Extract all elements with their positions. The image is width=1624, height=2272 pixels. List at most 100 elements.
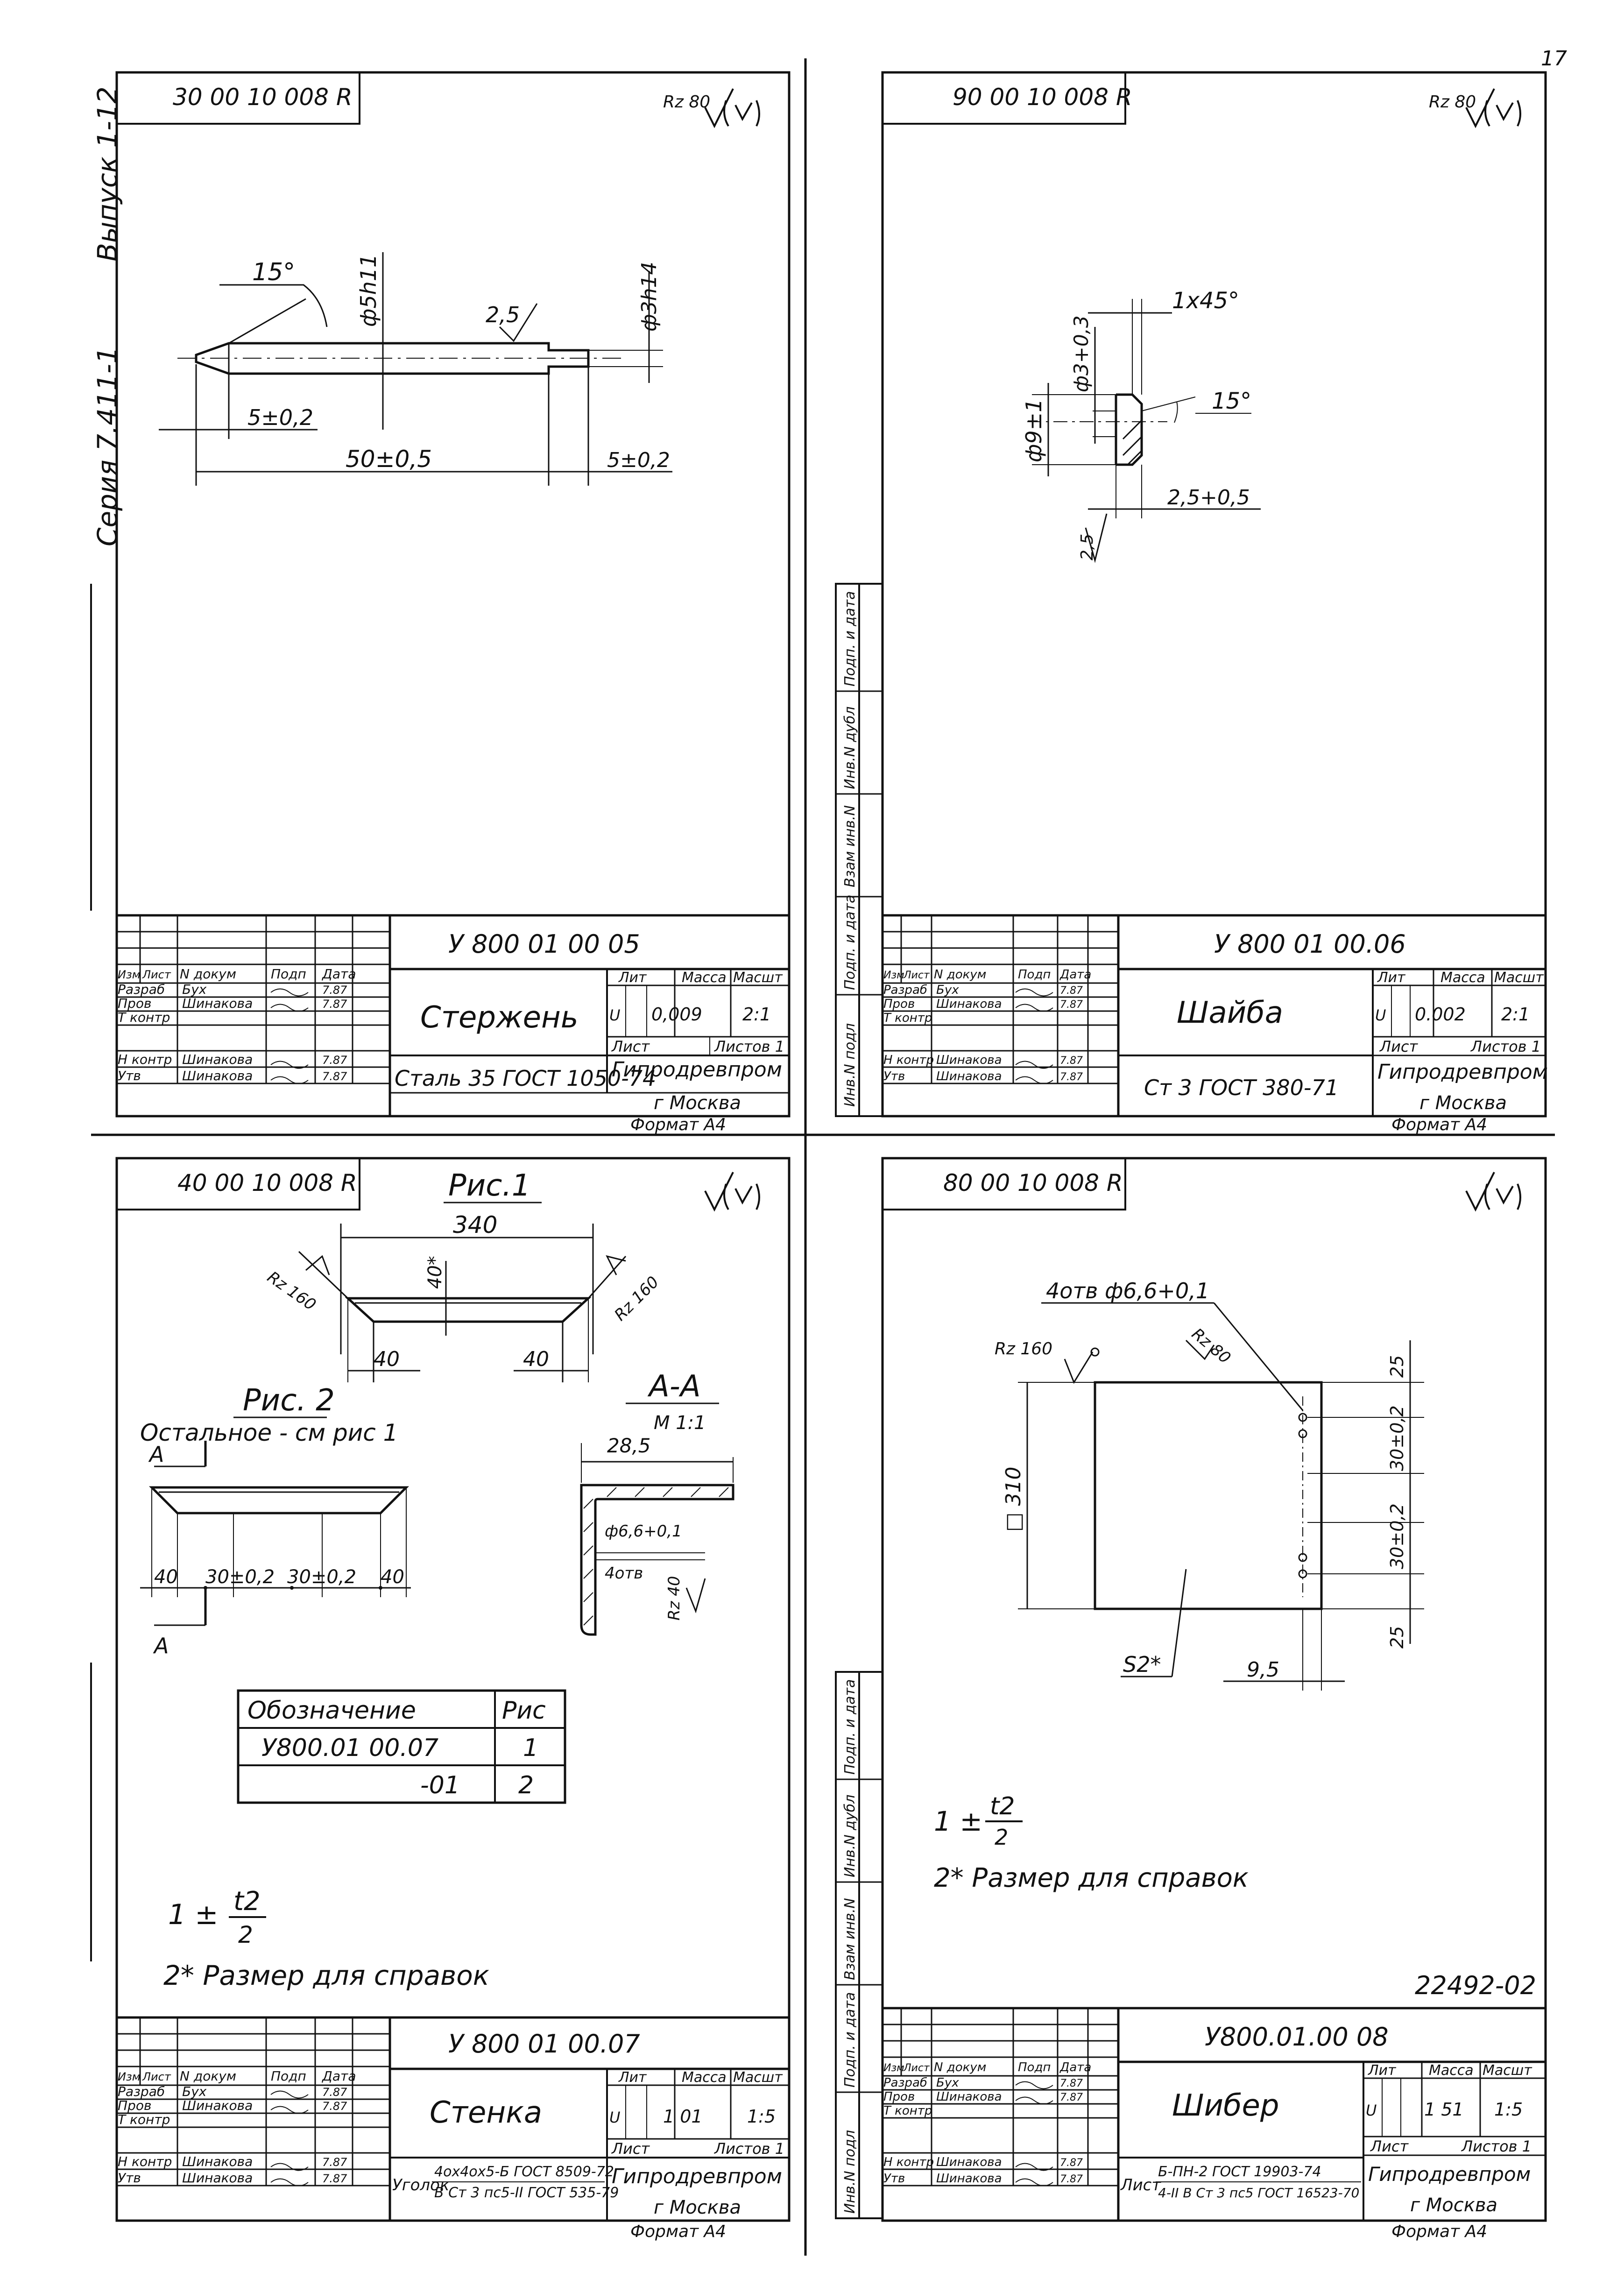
- signature-icon: [270, 2090, 309, 2187]
- note-1-frac-top: t2: [233, 1886, 261, 1917]
- city: г Москва: [1419, 1092, 1507, 1114]
- hdr-listov: Листов 1: [1470, 1038, 1541, 1055]
- corner-code-box: [116, 71, 360, 125]
- row-utv: Утв: [883, 2172, 905, 2186]
- row-tkontr: Т контр: [118, 1010, 170, 1025]
- archive-number: 22492-02: [1415, 1971, 1536, 2000]
- col-podp: Подп. и дата: [842, 895, 858, 990]
- utv-date: 7.87: [322, 1070, 347, 1083]
- hdr-list: Лист: [142, 2070, 171, 2083]
- signature-icon: [1015, 2081, 1053, 2187]
- row-utv: Утв: [883, 1069, 905, 1083]
- col-dubl: Инв.N дубл: [842, 1795, 858, 1877]
- rest-note: Остальное - см рис 1: [140, 1419, 398, 1446]
- nkontr-name: Шинакова: [182, 1052, 253, 1067]
- scale-value: 2:1: [1501, 1004, 1530, 1025]
- corner-code: 90 00 10 008 R: [953, 84, 1132, 111]
- row-tkontr: Т контр: [118, 2112, 170, 2127]
- corner-code-box: [882, 1157, 1126, 1210]
- utv-date: 7.87: [1060, 1071, 1083, 1083]
- hdr-ndoc: N докум: [180, 2068, 236, 2084]
- dim-50: 50±0,5: [346, 446, 432, 473]
- hdr-masht: Масшт: [733, 970, 783, 986]
- row-razrab: Разраб: [883, 2076, 927, 2090]
- hdr-list2: Лист: [611, 2140, 650, 2158]
- dim-310: □ 310: [1002, 1466, 1025, 1532]
- wall-drawing: Рис.1 340 40* Rz 160 Rz 160 40 40: [140, 1168, 734, 1658]
- nkontr-name: Шинакова: [936, 2155, 1002, 2169]
- row-prov: Пров: [118, 2098, 151, 2113]
- hdr-massa: Масса: [682, 2069, 727, 2086]
- material-prefix: Уголок: [392, 2176, 450, 2194]
- roughness-mark: Rz 80: [663, 92, 710, 112]
- section-a-bottom: А: [153, 1633, 169, 1658]
- dim-b40a: 40: [154, 1566, 178, 1588]
- sheet-shaiba: 90 00 10 008 R Rz 80 Инв.N подл Подп. и …: [835, 71, 1548, 1134]
- note-2: 2* Размер для справок: [934, 1863, 1249, 1893]
- roughness-symbol-icon: [704, 88, 760, 128]
- title-block: Изм Лист N докум Подп Дата Разраб Бух Пр…: [883, 2007, 1546, 2241]
- table-cell: 1: [523, 1734, 538, 1762]
- section-a-top: А: [148, 1442, 164, 1467]
- row-nkontr: Н контр: [118, 1052, 172, 1067]
- sheet-sterzhen: 30 00 10 008 R Rz 80 15° ф5h11 2,5 ф3h14: [115, 71, 791, 1134]
- sheet-frame: [115, 1157, 791, 2222]
- hdr-list: Лист: [142, 968, 171, 981]
- signature-icon: [1015, 988, 1053, 1084]
- sheet-frame: [881, 71, 1547, 1118]
- corner-code: 80 00 10 008 R: [943, 1169, 1123, 1196]
- hdr-podp: Подп: [271, 2068, 306, 2084]
- dim-v25a: 25: [1387, 1355, 1407, 1378]
- material: Ст 3 ГОСТ 380-71: [1144, 1075, 1339, 1100]
- razrab-date: 7.87: [322, 2086, 347, 2099]
- razrab-name: Бух: [936, 2076, 959, 2090]
- notes: 1 ± t2 2 2* Размер для справок: [163, 1886, 489, 1991]
- hdr-podp: Подп: [1018, 968, 1051, 982]
- hdr-massa: Масса: [1440, 970, 1485, 986]
- material-line1: 4ох4ох5-Б ГОСТ 8509-72: [434, 2164, 614, 2180]
- part-name: Шибер: [1172, 2088, 1279, 2123]
- sheet-stenka: 40 00 10 008 R Рис.1 340 40* Rz 160 Rz 1…: [115, 1157, 791, 2241]
- org: Гипродревпром: [612, 2165, 782, 2188]
- dim-v30a: 30±0,2: [1387, 1405, 1407, 1471]
- notes: 1 ± t2 2 2* Размер для справок 22492-02: [934, 1792, 1536, 2000]
- hdr-izm: Изм: [883, 2062, 904, 2074]
- material-prefix: Лист: [1120, 2176, 1161, 2194]
- dim-40a: 40: [374, 1347, 400, 1371]
- dim-s2: S2*: [1123, 1652, 1161, 1677]
- note-1-frac-bottom: 2: [238, 1921, 253, 1948]
- prov-date: 7.87: [1060, 999, 1083, 1011]
- hdr-lit: Лит: [618, 970, 647, 986]
- row-utv: Утв: [118, 2170, 141, 2186]
- dim-b40b: 40: [381, 1566, 404, 1588]
- note-1-frac-top: t2: [990, 1792, 1015, 1820]
- row-razrab: Разраб: [883, 983, 927, 997]
- note-1-frac-bottom: 2: [995, 1825, 1008, 1850]
- dim-285: 28,5: [607, 1434, 651, 1457]
- col-invn: Инв.N подл: [842, 1023, 858, 1107]
- dim-40h: 40*: [424, 1256, 446, 1289]
- nkontr-date: 7.87: [1060, 1055, 1083, 1067]
- hdr-massa: Масса: [682, 970, 727, 986]
- hdr-massa: Масса: [1429, 2062, 1474, 2079]
- material: Сталь 35 ГОСТ 1050-74: [395, 1066, 656, 1091]
- designation: У 800 01 00.06: [1214, 929, 1406, 959]
- city: г Москва: [1410, 2194, 1497, 2216]
- col-invn: Инв.N подл: [842, 2130, 858, 2214]
- material-line1: Б-ПН-2 ГОСТ 19903-74: [1158, 2164, 1321, 2180]
- note-1-prefix: 1 ±: [168, 1898, 219, 1931]
- roughness-symbol-icon: [1465, 88, 1521, 128]
- prov-date: 7.87: [1060, 2092, 1083, 2103]
- nkontr-date: 7.87: [322, 2156, 347, 2169]
- note-1-prefix: 1 ±: [934, 1805, 982, 1837]
- title-block: Изм Лист N докум Подп Дата Разраб Бух Пр…: [883, 914, 1548, 1134]
- hdr-list: Лист: [903, 970, 930, 981]
- hdr-izm: Изм: [118, 2070, 141, 2083]
- hdr-listov: Листов 1: [1461, 2138, 1532, 2155]
- dim-chamfer: 1x45°: [1172, 288, 1239, 314]
- dim-d66: ф6,6+0,1: [605, 1522, 682, 1541]
- scale-value: 1:5: [747, 2106, 776, 2127]
- table-header-designation: Обозначение: [247, 1697, 416, 1725]
- title-block: Изм Лист N докум Подп Дата Разраб Бух 7.…: [117, 914, 789, 1134]
- rz80: Rz 80: [1188, 1324, 1234, 1367]
